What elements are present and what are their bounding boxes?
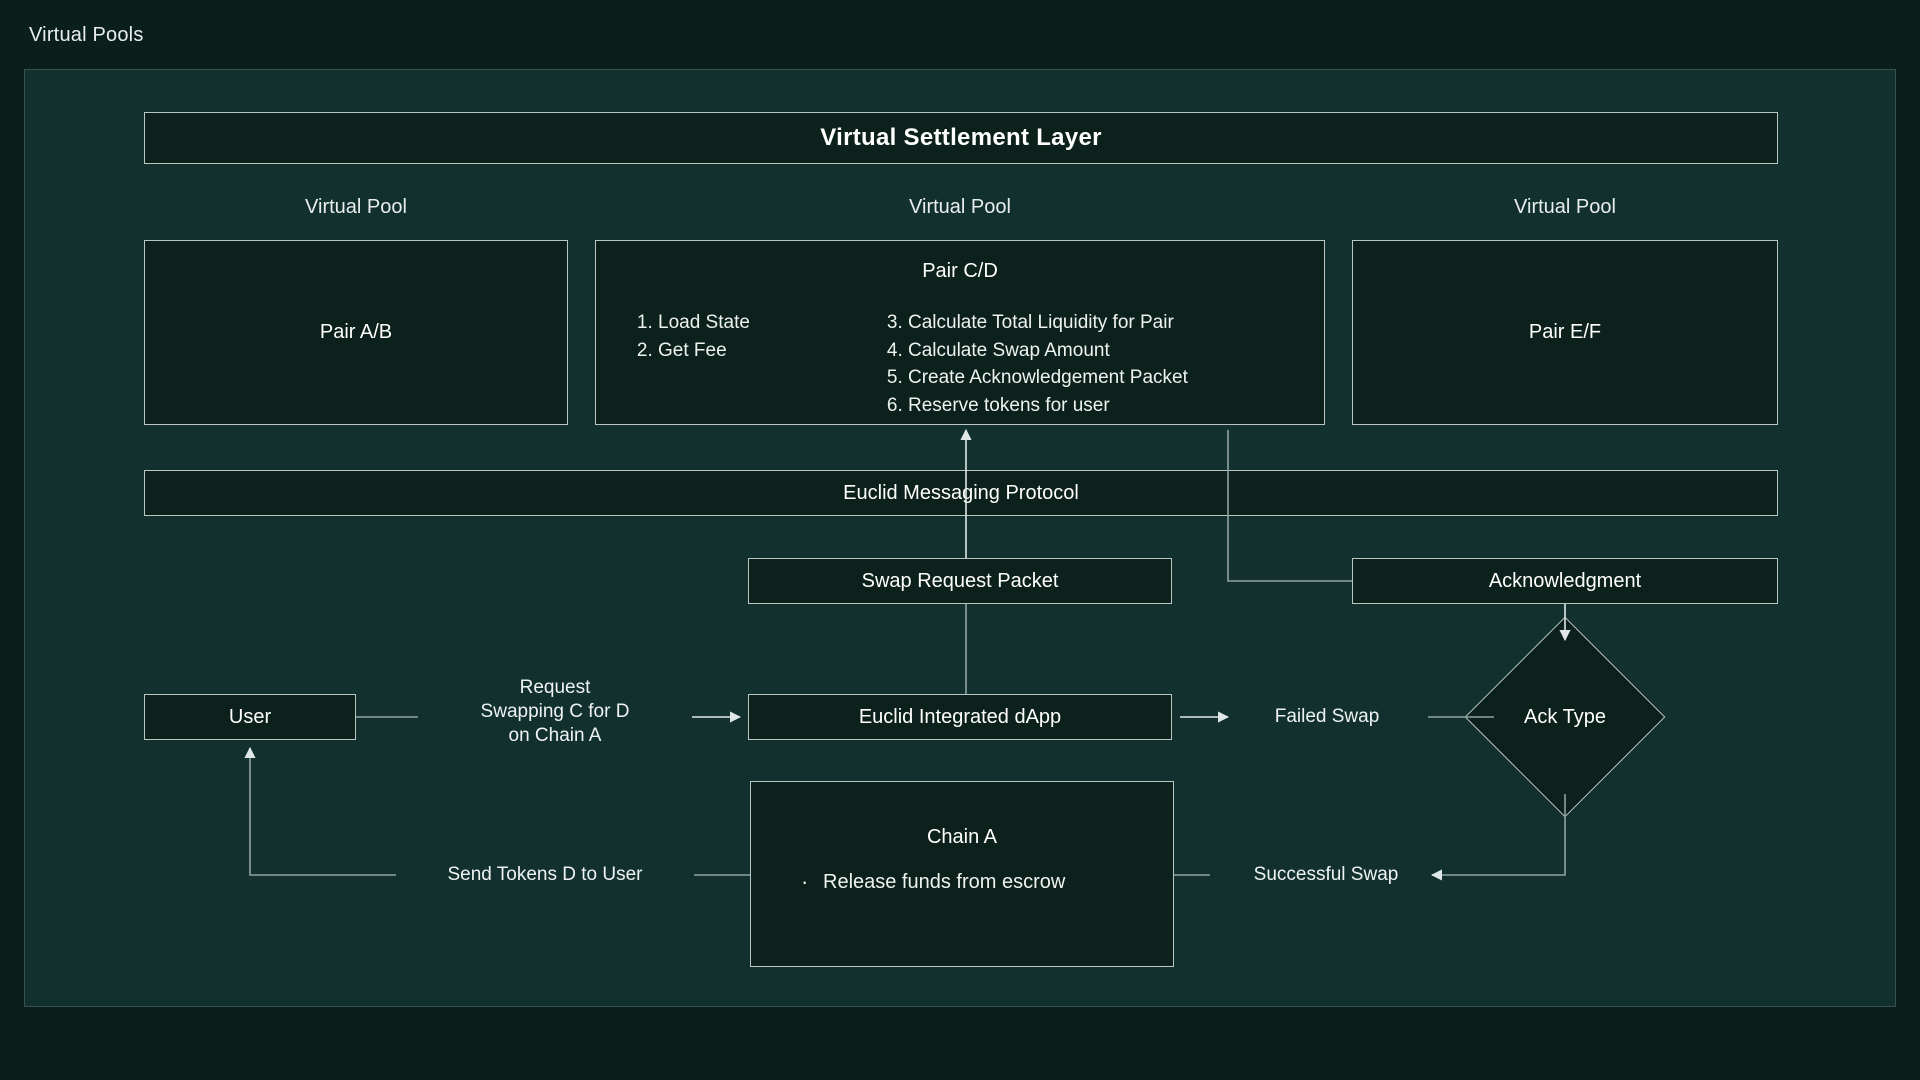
edge-label-successful-swap: Successful Swap <box>1253 864 1399 885</box>
pool-caption-ab: Virtual Pool <box>305 196 407 218</box>
euclid-integrated-dapp-box: Euclid Integrated dApp <box>748 694 1172 740</box>
list-item: Calculate Total Liquidity for Pair <box>908 309 1286 337</box>
edge-label-request-line1: Request <box>519 677 591 698</box>
swap-request-packet-box: Swap Request Packet <box>748 558 1172 604</box>
list-item: Get Fee <box>658 337 886 365</box>
acknowledgment-box: Acknowledgment <box>1352 558 1778 604</box>
pair-cd-box: Pair C/D Load StateGet Fee Calculate Tot… <box>595 240 1325 425</box>
edge-label-failed-swap: Failed Swap <box>1274 706 1380 727</box>
virtual-settlement-layer-bar: Virtual Settlement Layer <box>144 112 1778 164</box>
list-item: Release funds from escrow <box>801 869 1173 895</box>
pair-cd-steps-right: Calculate Total Liquidity for PairCalcul… <box>886 309 1286 419</box>
edge-label-request-line2: Swapping C for D <box>480 700 630 722</box>
list-item: Load State <box>658 309 886 337</box>
pool-caption-ef: Virtual Pool <box>1514 196 1616 218</box>
ack-type-label: Ack Type <box>1524 705 1606 728</box>
pair-cd-steps-left: Load StateGet Fee <box>636 309 886 419</box>
list-item: Create Acknowledgement Packet <box>908 364 1286 392</box>
pair-cd-steps: Load StateGet Fee Calculate Total Liquid… <box>596 309 1324 419</box>
edge-label-send-tokens: Send Tokens D to User <box>447 864 643 885</box>
euclid-messaging-protocol-bar: Euclid Messaging Protocol <box>144 470 1778 516</box>
pair-ab-box: Pair A/B <box>144 240 568 425</box>
user-box: User <box>144 694 356 740</box>
pool-caption-cd: Virtual Pool <box>909 196 1011 218</box>
page-title: Virtual Pools <box>29 24 144 46</box>
list-item: Calculate Swap Amount <box>908 337 1286 365</box>
chain-a-items: Release funds from escrow <box>751 869 1173 895</box>
edge-label-request: Request Swapping C for D on Chain A <box>420 676 690 747</box>
pair-cd-title: Pair C/D <box>922 260 998 282</box>
list-item: Reserve tokens for user <box>908 392 1286 420</box>
chain-a-title: Chain A <box>926 826 998 848</box>
pair-ef-box: Pair E/F <box>1352 240 1778 425</box>
chain-a-box: Chain A Release funds from escrow <box>750 781 1174 967</box>
edge-label-request-line3: on Chain A <box>508 724 602 746</box>
